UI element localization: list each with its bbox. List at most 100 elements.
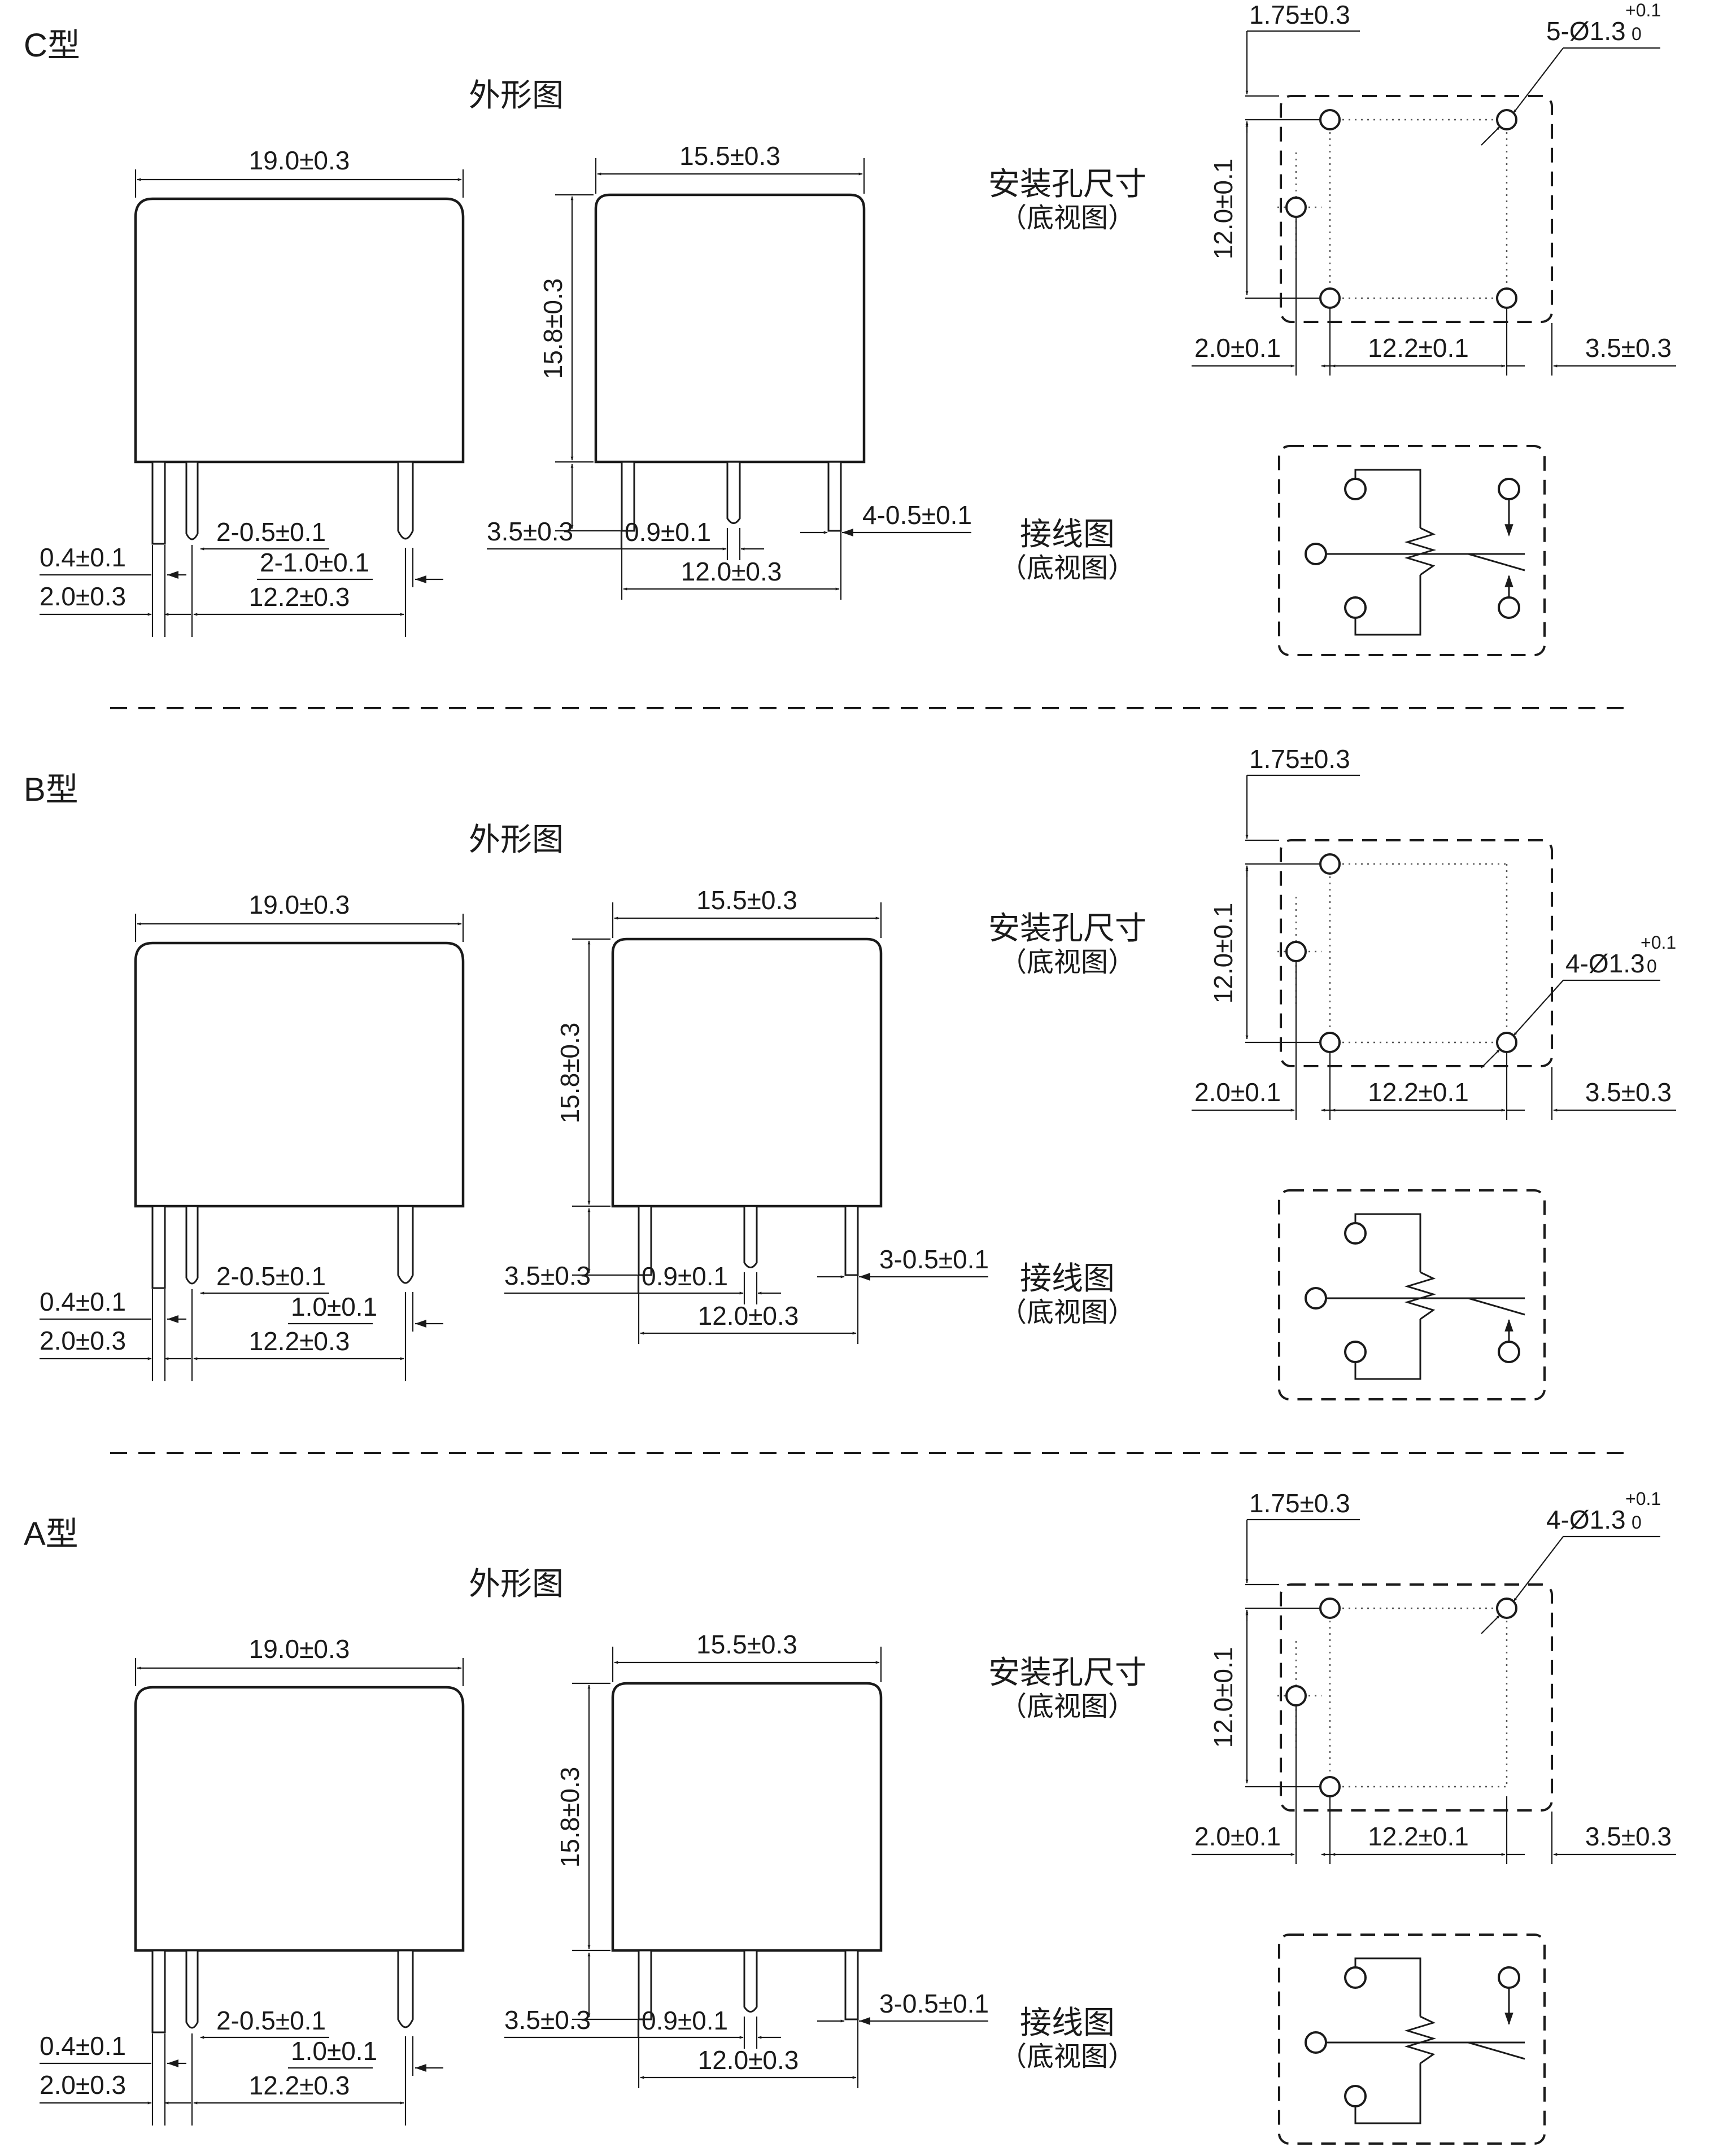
mount-outline bbox=[1280, 1583, 1553, 1812]
mount-tol-zero: 0 bbox=[1647, 956, 1657, 976]
relay-pin bbox=[151, 461, 166, 545]
coil-icon bbox=[1404, 527, 1437, 576]
relay-pin bbox=[185, 1205, 199, 1285]
type-label: B型 bbox=[24, 771, 78, 808]
mount-tol-plus: +0.1 bbox=[1625, 1489, 1661, 1509]
mount-holes-dim: 4-Ø1.3 bbox=[1546, 1505, 1626, 1534]
mount-title: 安装孔尺寸 bbox=[988, 910, 1146, 946]
drawing-line bbox=[1513, 980, 1564, 1036]
arrowhead bbox=[167, 571, 178, 579]
mount-hole bbox=[1285, 941, 1307, 962]
mount-mid-dim: 12.2±0.1 bbox=[1368, 1822, 1469, 1851]
drawing-line bbox=[1513, 1536, 1564, 1602]
coil-wire bbox=[1354, 575, 1421, 636]
pin-d1-dim: 0.9±0.1 bbox=[625, 517, 711, 547]
mount-hole bbox=[1319, 1776, 1341, 1797]
coil-wire bbox=[1354, 2063, 1421, 2124]
left-offset-dim: 0.4±0.1 bbox=[40, 1287, 126, 1316]
type-label: A型 bbox=[24, 1516, 78, 1552]
coil-icon bbox=[1404, 2015, 1437, 2065]
relay-pin bbox=[397, 461, 414, 540]
mount-subtitle: （底视图） bbox=[1000, 948, 1135, 977]
wiring-terminal bbox=[1305, 2031, 1327, 2054]
wiring-schematic bbox=[1305, 1957, 1525, 2124]
left-12-2-dim: 12.2±0.3 bbox=[249, 2071, 350, 2100]
arrowhead bbox=[415, 1320, 426, 1328]
arrowhead bbox=[842, 529, 853, 536]
arrowhead bbox=[167, 1315, 178, 1323]
mount-subtitle: （底视图） bbox=[1000, 1692, 1135, 1722]
relay-side-view bbox=[134, 941, 465, 1208]
coil-wire bbox=[1354, 1319, 1421, 1380]
mount-hole bbox=[1496, 1032, 1517, 1053]
left-12-2-dim: 12.2±0.3 bbox=[249, 582, 350, 612]
wiring-terminal bbox=[1498, 478, 1520, 500]
height-dim: 15.8±0.3 bbox=[555, 1767, 584, 1868]
arrowhead bbox=[167, 2059, 178, 2067]
mount-outline bbox=[1280, 95, 1553, 323]
side-width-dim: 19.0±0.3 bbox=[249, 146, 350, 175]
mount-outline bbox=[1280, 839, 1553, 1067]
wiring-terminal bbox=[1344, 1341, 1367, 1363]
wiring-schematic bbox=[1305, 1213, 1525, 1380]
left-2-0-dim: 2.0±0.3 bbox=[40, 1326, 126, 1355]
mount-top-dim: 1.75±0.3 bbox=[1249, 0, 1350, 29]
left-2-0-dim: 2.0±0.3 bbox=[40, 2070, 126, 2100]
relay-pin bbox=[185, 1949, 199, 2029]
wiring-outline bbox=[1278, 445, 1546, 656]
left-pin-small-dim: 2-0.5±0.1 bbox=[216, 1262, 326, 1291]
mount-tol-zero: 0 bbox=[1632, 24, 1642, 44]
wiring-title: 接线图 bbox=[1020, 1260, 1115, 1296]
mount-right-dim: 3.5±0.3 bbox=[1585, 1077, 1672, 1107]
mount-hole bbox=[1319, 1598, 1341, 1619]
mount-holes-dim: 4-Ø1.3 bbox=[1565, 949, 1645, 978]
mount-holes-dim: 5-Ø1.3 bbox=[1546, 16, 1626, 46]
front-width-dim: 15.5±0.3 bbox=[679, 141, 780, 171]
mount-top-dim: 1.75±0.3 bbox=[1249, 1489, 1350, 1518]
type-label: C型 bbox=[24, 27, 80, 64]
mount-right-dim: 3.5±0.3 bbox=[1585, 333, 1672, 363]
mount-hole bbox=[1285, 1685, 1307, 1707]
wiring-terminal bbox=[1498, 1341, 1520, 1363]
relay-pin bbox=[397, 1949, 414, 2028]
mount-hole bbox=[1496, 1598, 1517, 1619]
pin-d2-dim: 12.0±0.3 bbox=[681, 557, 782, 586]
front-pins-dim: 4-0.5±0.1 bbox=[862, 500, 972, 530]
left-pin-large-dim: 2-1.0±0.1 bbox=[260, 548, 369, 577]
mount-hole bbox=[1496, 287, 1517, 309]
mount-left-dim: 2.0±0.1 bbox=[1194, 333, 1281, 363]
relay-pin bbox=[726, 461, 741, 524]
wiring-outline bbox=[1278, 1934, 1546, 2145]
wiring-terminal bbox=[1498, 596, 1520, 619]
relay-front-view bbox=[611, 937, 883, 1208]
arrowhead bbox=[859, 2017, 870, 2025]
relay-pin bbox=[151, 1949, 166, 2033]
relay-front-view bbox=[611, 1682, 883, 1952]
pin-length-dim: 3.5±0.3 bbox=[487, 517, 573, 546]
arrowhead bbox=[415, 575, 426, 583]
wiring-title: 接线图 bbox=[1020, 2005, 1115, 2040]
left-offset-dim: 0.4±0.1 bbox=[40, 543, 126, 572]
front-width-dim: 15.5±0.3 bbox=[696, 885, 797, 915]
relay-side-view bbox=[134, 1686, 465, 1952]
pin-d1-dim: 0.9±0.1 bbox=[642, 1262, 728, 1291]
mount-hole bbox=[1496, 109, 1517, 130]
mount-title: 安装孔尺寸 bbox=[988, 166, 1146, 202]
relay-pin bbox=[844, 1205, 859, 1276]
pin-length-dim: 3.5±0.3 bbox=[504, 1261, 591, 1290]
height-dim: 15.8±0.3 bbox=[538, 278, 568, 379]
relay-pin bbox=[185, 461, 199, 540]
front-pins-dim: 3-0.5±0.1 bbox=[879, 1245, 989, 1274]
mount-tol-zero: 0 bbox=[1632, 1512, 1642, 1533]
mount-tol-plus: +0.1 bbox=[1641, 932, 1676, 953]
left-pin-small-dim: 2-0.5±0.1 bbox=[216, 517, 326, 547]
mount-mid-dim: 12.2±0.1 bbox=[1368, 1077, 1469, 1107]
drawing-line bbox=[1513, 47, 1564, 114]
front-pins-dim: 3-0.5±0.1 bbox=[879, 1989, 989, 2018]
left-pin-small-dim: 2-0.5±0.1 bbox=[216, 2006, 326, 2035]
left-offset-dim: 0.4±0.1 bbox=[40, 2031, 126, 2061]
wiring-subtitle: （底视图） bbox=[1000, 2042, 1135, 2072]
